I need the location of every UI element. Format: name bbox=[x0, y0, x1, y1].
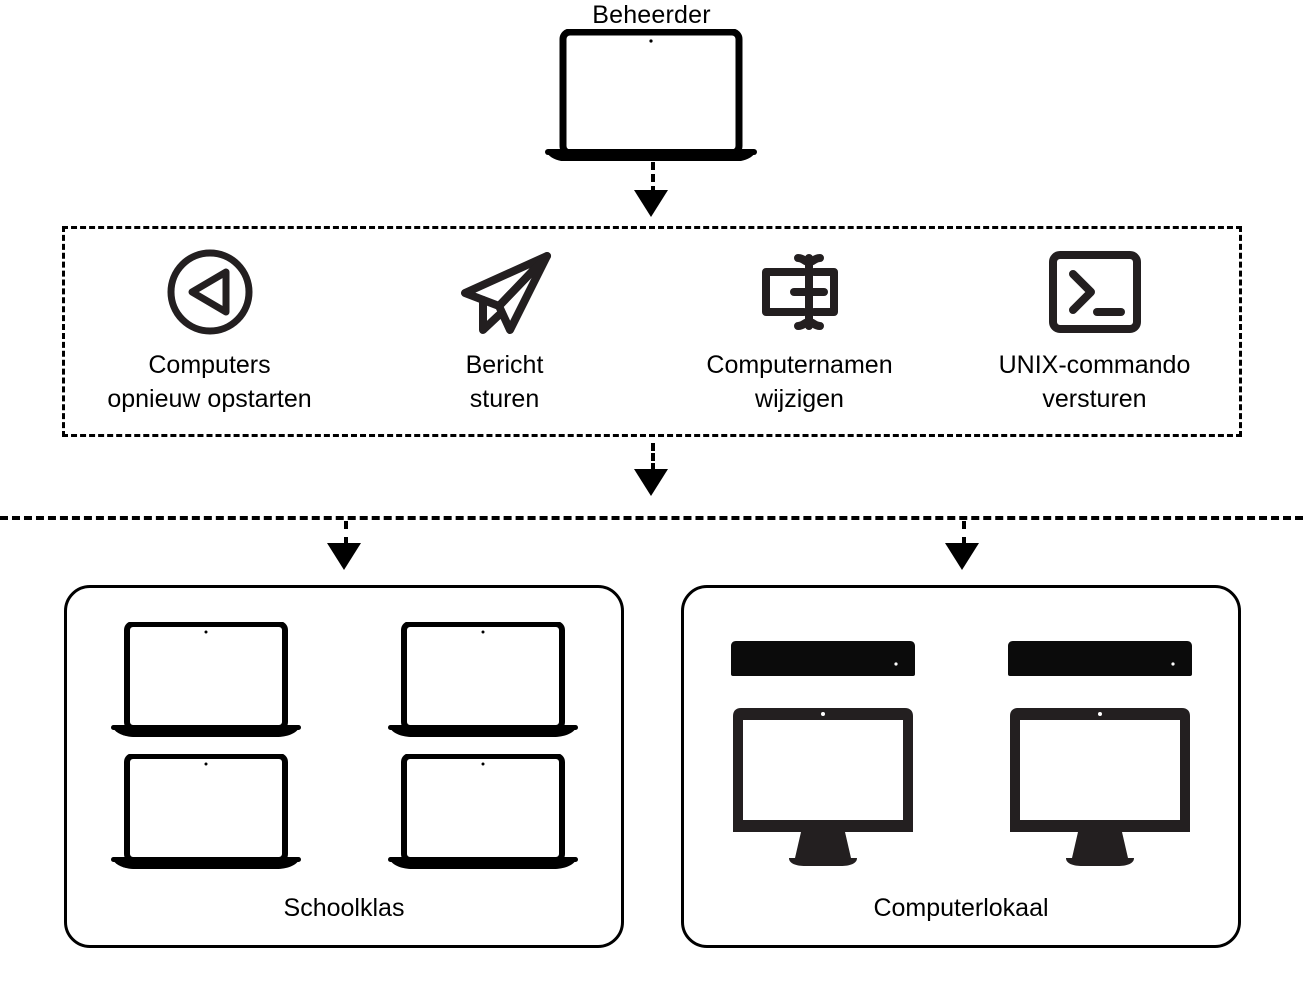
network-divider-line bbox=[0, 516, 1303, 520]
arrow-head-admin-to-actions bbox=[634, 190, 668, 217]
actions-group-box bbox=[62, 226, 1242, 437]
group-label: Schoolklas bbox=[283, 894, 405, 922]
laptop-open-icon bbox=[110, 622, 301, 738]
laptop-closed-icon bbox=[1005, 639, 1195, 685]
action-rename-computers[interactable]: Computernamen wijzigen bbox=[652, 248, 947, 416]
device-grid-classroom bbox=[67, 588, 621, 878]
action-label: Computers opnieuw opstarten bbox=[107, 351, 312, 413]
action-restart-computers[interactable]: Computers opnieuw opstarten bbox=[62, 248, 357, 416]
group-lab[interactable]: Computerlokaal bbox=[681, 585, 1241, 948]
imac-desktop-icon bbox=[1008, 706, 1192, 872]
arrow-head-divider-to-classroom bbox=[327, 543, 361, 570]
arrow-head-divider-to-lab bbox=[945, 543, 979, 570]
laptop-open-icon bbox=[387, 754, 578, 870]
connector-admin-to-actions bbox=[651, 162, 655, 194]
admin-label: Beheerder bbox=[592, 1, 711, 29]
action-label: Computernamen wijzigen bbox=[706, 351, 893, 413]
actions-row: Computers opnieuw opstarten Bericht stur… bbox=[62, 226, 1242, 437]
laptop-open-icon bbox=[387, 622, 578, 738]
group-classroom[interactable]: Schoolklas bbox=[64, 585, 624, 948]
connector-actions-to-divider bbox=[651, 443, 655, 471]
rename-textfield-icon bbox=[746, 248, 854, 336]
terminal-prompt-icon bbox=[1047, 248, 1143, 336]
device-grid-lab bbox=[684, 588, 1238, 878]
connector-divider-to-classroom bbox=[344, 521, 348, 545]
paper-plane-icon bbox=[455, 248, 555, 336]
laptop-open-icon bbox=[545, 29, 757, 161]
laptop-closed-icon bbox=[728, 639, 918, 685]
restart-circle-arrow-icon bbox=[164, 248, 256, 336]
action-label: Bericht sturen bbox=[465, 351, 544, 413]
group-label: Computerlokaal bbox=[873, 894, 1049, 922]
connector-divider-to-lab bbox=[962, 521, 966, 545]
action-send-unix-command[interactable]: UNIX-commando versturen bbox=[947, 248, 1242, 416]
action-label: UNIX-commando versturen bbox=[998, 351, 1191, 413]
imac-desktop-icon bbox=[731, 706, 915, 872]
arrow-head-actions-to-divider bbox=[634, 469, 668, 496]
action-send-message[interactable]: Bericht sturen bbox=[357, 248, 652, 416]
laptop-open-icon bbox=[110, 754, 301, 870]
